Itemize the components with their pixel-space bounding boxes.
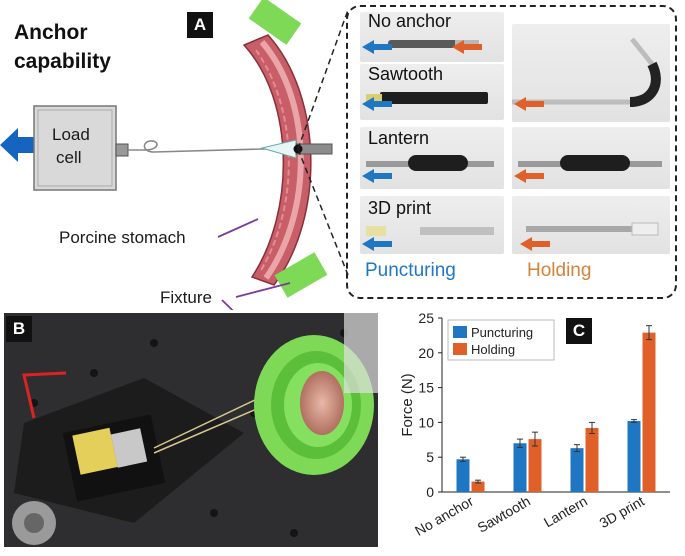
puncturing-arrow-icon [362, 40, 392, 54]
x-tick-label: No anchor [412, 493, 476, 539]
puncturing-arrow-icon [362, 169, 392, 183]
holding-arrow-icon [520, 237, 550, 251]
anchor-label-3d-print: 3D print [368, 198, 432, 218]
title-line-2: capability [14, 50, 111, 73]
y-tick-label: 25 [418, 310, 434, 326]
legend-swatch [453, 326, 467, 338]
bar-puncturing [627, 421, 641, 492]
anchor-label-lantern: Lantern [368, 128, 430, 148]
y-tick-label: 10 [418, 414, 434, 430]
panel-label-a: A [187, 12, 213, 38]
load-cell-label-1: Load [52, 125, 90, 144]
y-tick-label: 5 [426, 449, 434, 465]
photo-lantern-puncturing [360, 127, 504, 189]
legend-swatch [453, 343, 467, 355]
bar-holding [585, 427, 599, 492]
device-tip [260, 139, 297, 159]
bar-holding [528, 439, 542, 492]
fixture-bottom [274, 252, 328, 298]
bar-holding [642, 332, 656, 492]
direction-arrows [362, 40, 550, 251]
experimental-setup-photo [4, 313, 378, 547]
x-tick-label: Lantern [541, 493, 590, 531]
bar-holding [471, 481, 485, 492]
load-cell-body [33, 105, 117, 191]
mode-label-holding: Holding [527, 260, 592, 281]
photo-no-anchor-puncturing [360, 12, 504, 62]
anchor-label-no-anchor: No anchor [368, 11, 452, 31]
legend-label: Puncturing [471, 325, 533, 340]
fixture-label: Fixture [160, 288, 212, 307]
mode-label-puncturing: Puncturing [365, 260, 456, 281]
x-tick-label: 3D print [597, 493, 648, 531]
puncturing-arrow-icon [362, 237, 392, 251]
anchor-comparison-box [346, 5, 677, 299]
fixture-top [248, 0, 302, 45]
hook-icon [128, 140, 301, 153]
stomach-label: Porcine stomach [59, 228, 186, 247]
panel-label-c: C [566, 318, 592, 344]
y-axis-title: Force (N) [399, 373, 416, 436]
holding-arrow-icon [514, 169, 544, 183]
photo-sawtooth-puncturing [360, 64, 504, 120]
x-tick-label: Sawtooth [474, 493, 533, 536]
holding-arrow-icon [452, 40, 482, 54]
holding-arrow-icon [514, 97, 544, 111]
panel-label-b: B [6, 316, 32, 342]
puncturing-arrow-icon [362, 97, 392, 111]
figure-title: Anchor capability [14, 18, 111, 76]
y-tick-label: 15 [418, 380, 434, 396]
anchor-label-sawtooth: Sawtooth [368, 64, 444, 84]
title-line-1: Anchor [14, 21, 88, 44]
bar-puncturing [456, 459, 470, 492]
bar-puncturing [513, 443, 527, 492]
pull-direction-arrow-icon [0, 128, 34, 162]
load-cell-label-2: cell [56, 148, 82, 167]
y-tick-label: 20 [418, 345, 434, 361]
y-tick-label: 0 [426, 484, 434, 500]
test-setup-schematic [0, 0, 349, 310]
legend-label: Holding [471, 342, 515, 357]
bar-puncturing [570, 448, 584, 492]
